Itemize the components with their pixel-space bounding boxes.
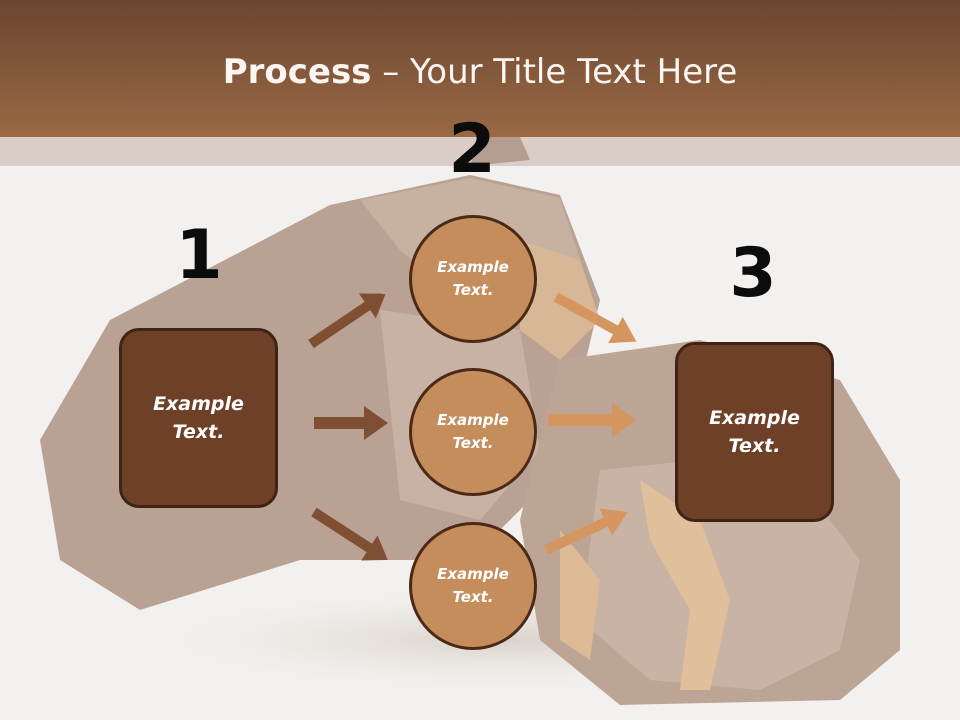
circle-bottom[interactable]: Example Text. xyxy=(409,522,537,650)
right-box-label: Example Text. xyxy=(709,406,800,458)
arrow-left-to-bottom xyxy=(311,507,388,561)
right-box[interactable]: Example Text. xyxy=(675,342,834,522)
circle-bottom-label: Example Text. xyxy=(437,564,509,606)
title-bold: Process xyxy=(222,52,372,92)
step-number-3: 3 xyxy=(729,234,777,313)
left-box[interactable]: Example Text. xyxy=(119,328,278,508)
circle-top[interactable]: Example Text. xyxy=(409,215,537,343)
step-number-2: 2 xyxy=(448,110,496,189)
arrow-left-to-middle xyxy=(314,406,388,440)
arrow-top-to-right xyxy=(553,292,637,344)
circle-middle-label: Example Text. xyxy=(437,410,509,452)
circle-top-label: Example Text. xyxy=(437,257,509,299)
title-rest: – Your Title Text Here xyxy=(371,52,738,92)
circle-middle[interactable]: Example Text. xyxy=(409,368,537,496)
arrow-left-to-top xyxy=(308,293,386,349)
arrow-middle-to-right xyxy=(548,403,636,437)
left-box-label: Example Text. xyxy=(153,392,244,444)
slide-title: Process – Your Title Text Here xyxy=(0,52,960,92)
arrow-bottom-to-right xyxy=(543,508,628,555)
step-number-1: 1 xyxy=(175,216,223,295)
